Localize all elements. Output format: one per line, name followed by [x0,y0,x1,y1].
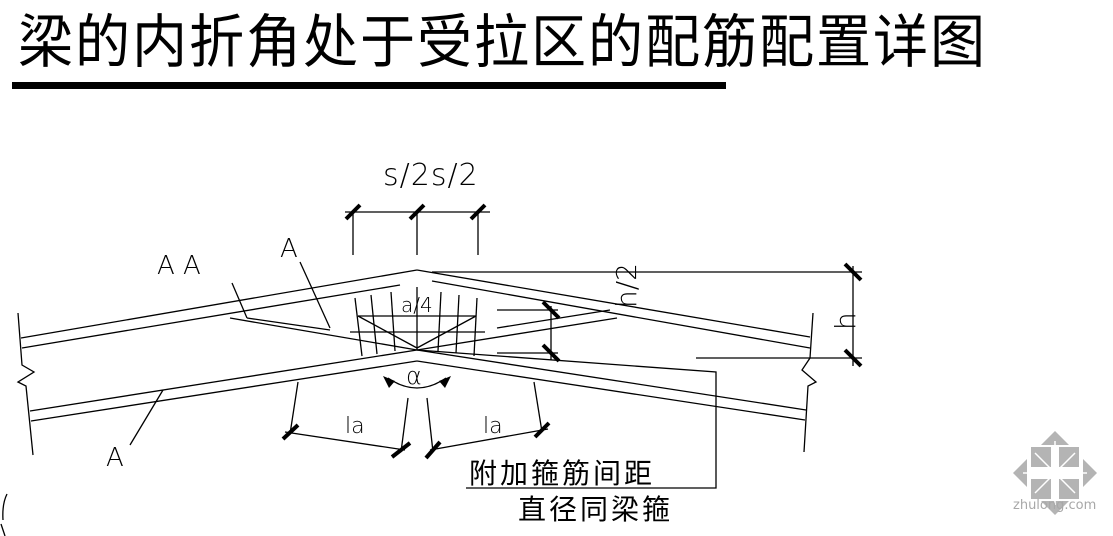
drawing-title: 梁的内折角处于受拉区的配筋配置详图 [18,8,988,76]
dimension-label-half-height: h/2 [610,263,643,308]
section-label-a-top: A [280,234,298,264]
rebar-extension-left [229,317,418,351]
right-break-line [801,312,818,453]
anchor-length-label-left: la [345,414,365,439]
tick-mark [469,203,487,221]
tick-mark [281,423,300,441]
section-label-a-bottom: A [106,443,124,473]
beam-top-rebar-right [431,280,811,349]
tick-mark [541,300,561,320]
section-leader-a-bottom [129,389,164,446]
rebar-bent-right [496,309,611,329]
title-underline [12,82,726,89]
dim-line-la-left [284,431,406,451]
note-stirrup-diameter: 直径同梁箍 [518,493,674,526]
tick-mark [408,203,426,221]
beam-bottom-edge-right [416,360,806,421]
additional-bar [416,349,717,489]
beam-top-rebar-left [21,284,401,349]
arrowhead-right [439,376,451,388]
arrowhead-left [383,376,395,388]
section-leader-aa [231,282,248,319]
dim-line-la-right [429,428,549,451]
beam-top-edge-right [416,269,811,338]
beam-bottom-edge-left [30,360,418,422]
section-leader-a-top [299,261,331,329]
watermark-text: zhulong.com [1013,498,1097,513]
rebar-bent-left [246,317,331,331]
beam-bottom-rebar-right [416,349,807,411]
rebar-extension-right [416,317,618,351]
note-stirrup-spacing: 附加箍筋间距 [469,457,656,490]
left-break-line [16,312,36,456]
beam-bottom-rebar-left [29,349,418,412]
tick-mark [843,348,863,368]
tick-mark [541,343,561,363]
angle-label-alpha: α [406,362,422,390]
zhulong-logo-icon [1013,431,1097,515]
tick-mark [843,262,863,282]
tick-mark [390,441,412,459]
dimension-label-a-over-4: a/4 [401,293,433,317]
dimension-label-s-half: s/2s/2 [383,158,479,193]
section-label-aa: A A [157,251,201,281]
tick-mark [424,440,442,460]
dimension-label-height: h [829,312,862,330]
tick-mark [533,421,551,439]
beam-top-edge-left [20,269,418,339]
tick-mark [344,203,362,221]
anchor-length-label-right: la [483,414,503,439]
